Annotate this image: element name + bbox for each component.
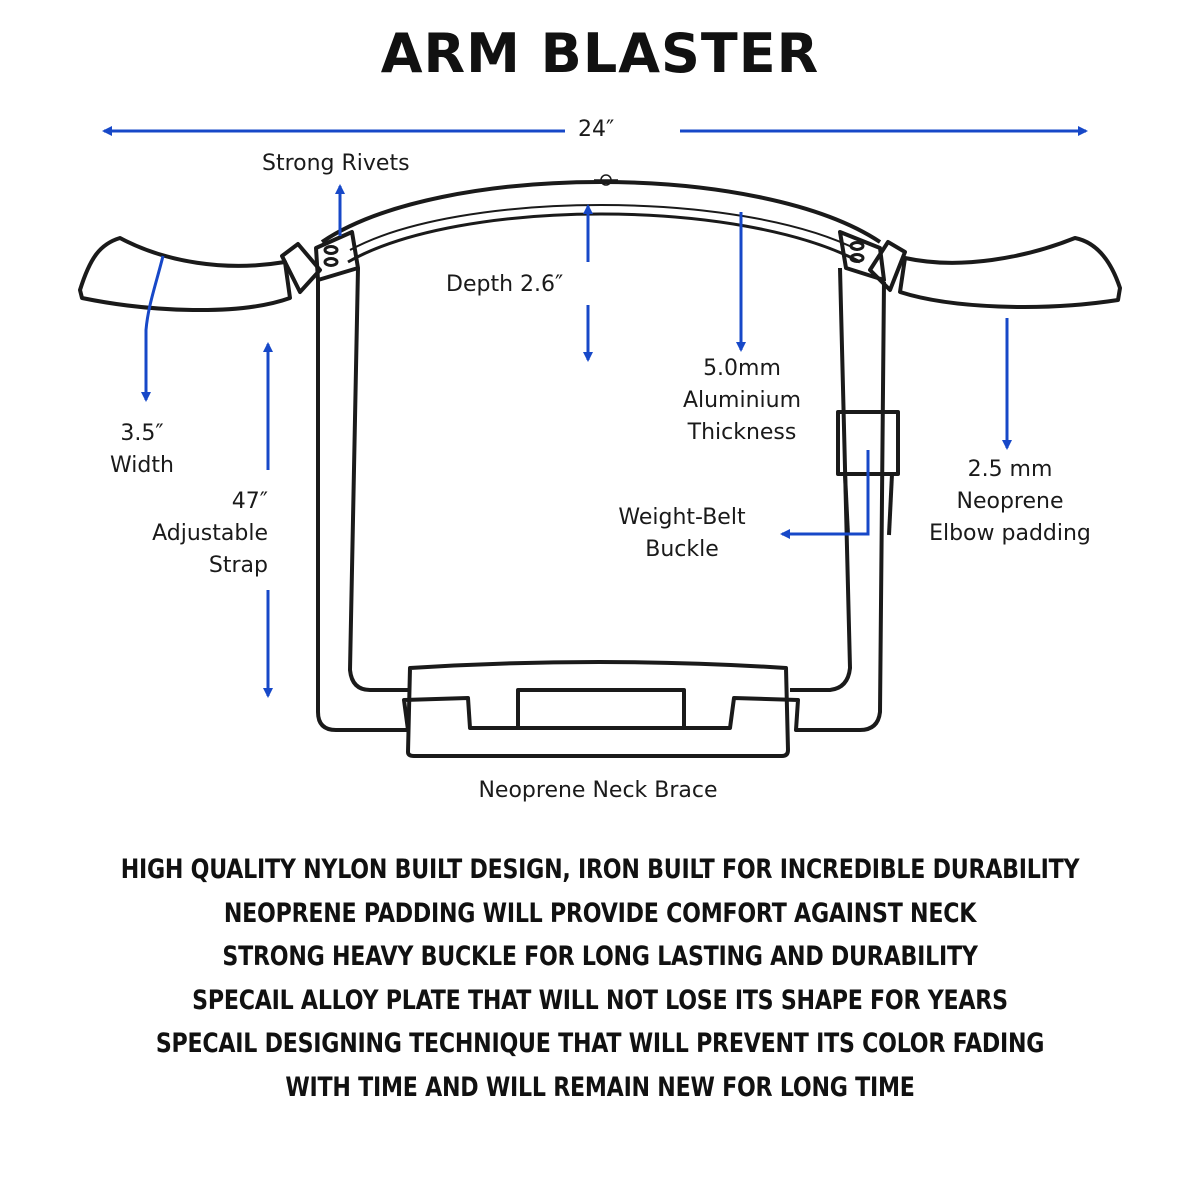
left-pad-connector xyxy=(280,242,322,294)
thickness-label: 5.0mm Aluminium Thickness xyxy=(682,356,802,445)
left-elbow-pad xyxy=(78,236,292,313)
feature-line: HIGH QUALITY NYLON BUILT DESIGN, IRON BU… xyxy=(120,854,1080,885)
feature-line: SPECAIL ALLOY PLATE THAT WILL NOT LOSE I… xyxy=(192,984,1008,1016)
page-title: ARM BLASTER xyxy=(380,22,820,85)
right-pad-connector xyxy=(868,240,907,292)
rivet-icon xyxy=(849,241,865,251)
feature-line: WITH TIME AND WILL REMAIN NEW FOR LONG T… xyxy=(285,1071,915,1103)
right-rivet-plate xyxy=(838,230,886,282)
dimension-arrows xyxy=(102,126,1088,698)
brand-logo-icon xyxy=(594,174,618,186)
neck-brace xyxy=(406,660,790,758)
aluminium-bar-outer xyxy=(320,180,882,244)
buckle-label: Weight-Belt Buckle xyxy=(618,505,746,562)
feature-list: HIGH QUALITY NYLON BUILT DESIGN, IRON BU… xyxy=(0,848,1200,1109)
buckle-arrow xyxy=(780,450,870,539)
feature-line: NEOPRENE PADDING WILL PROVIDE COMFORT AG… xyxy=(223,897,977,929)
strap-inner xyxy=(348,267,852,692)
rivets-label: Strong Rivets xyxy=(262,151,410,176)
strap-length-label: 47″ Adjustable Strap xyxy=(152,489,268,578)
feature-line: SPECAIL DESIGNING TECHNIQUE THAT WILL PR… xyxy=(155,1028,1045,1059)
product-outline xyxy=(78,180,1122,758)
rivets xyxy=(323,241,865,267)
width-total-label: 24″ xyxy=(578,117,615,142)
neck-brace-window xyxy=(516,688,686,730)
right-elbow-pad xyxy=(898,236,1122,309)
aluminium-bar-edge xyxy=(349,204,859,251)
feature-line: STRONG HEAVY BUCKLE FOR LONG LASTING AND… xyxy=(222,941,978,972)
depth-label: Depth 2.6″ xyxy=(446,272,564,297)
strap-width-label: 3.5″ Width xyxy=(110,421,174,478)
rivet-icon xyxy=(323,245,339,255)
aluminium-bar-inner xyxy=(347,212,861,264)
neck-brace-label: Neoprene Neck Brace xyxy=(478,778,718,803)
left-rivet-plate xyxy=(314,230,360,282)
rivet-icon xyxy=(323,257,339,267)
rivet-icon xyxy=(849,253,865,263)
padding-label: 2.5 mm Neoprene Elbow padding xyxy=(929,457,1091,546)
strap-width-arrow xyxy=(141,255,165,402)
